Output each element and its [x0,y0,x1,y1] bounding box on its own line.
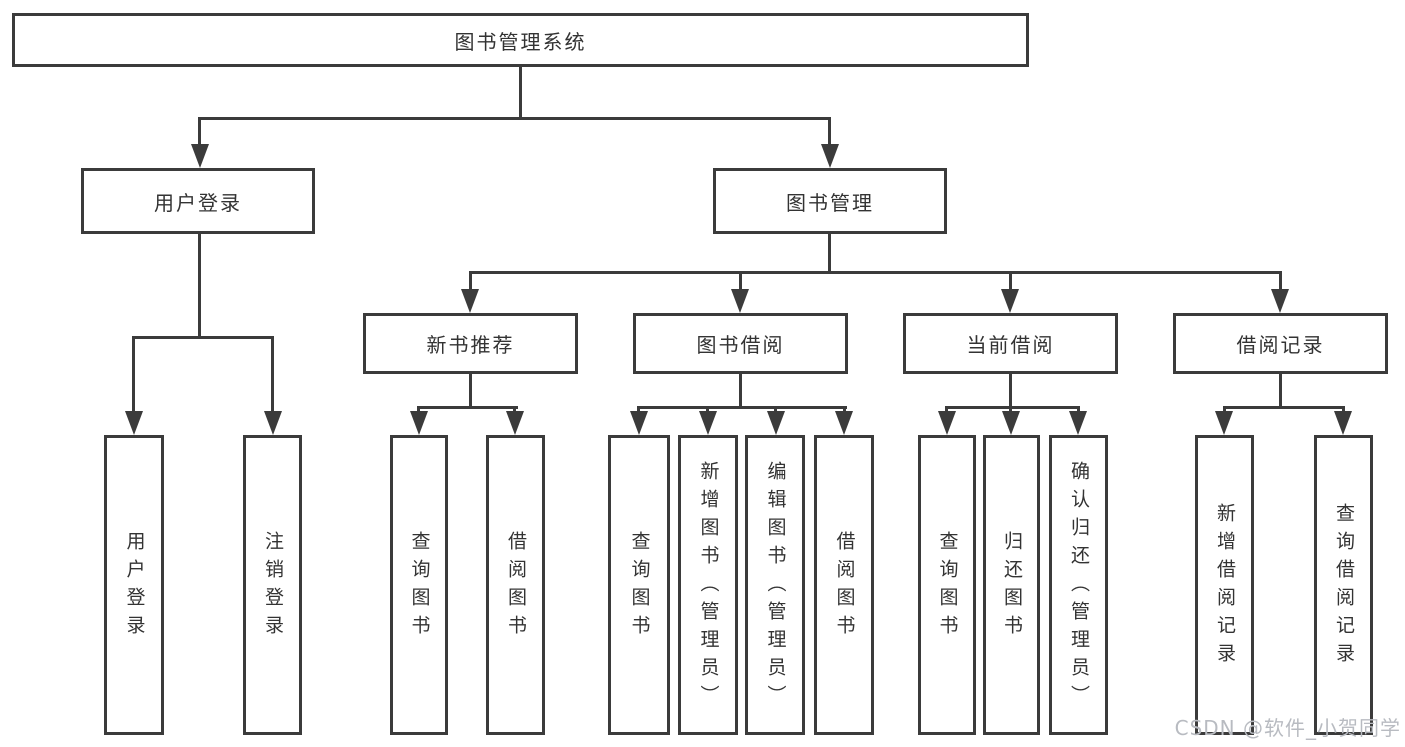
node-leaf-user-login: 用户登录 [104,435,164,735]
node-leaf-confirm-return-admin: 确认归还（管理员） [1049,435,1108,735]
node-current-borrow: 当前借阅 [903,313,1118,374]
connector-borrow-records-bus [1223,406,1345,409]
node-leaf-borrow-books: 借阅图书 [814,435,874,735]
node-leaf-search-books-borrow: 查询图书 [608,435,670,735]
node-borrow-records: 借阅记录 [1173,313,1388,374]
node-leaf-search-borrow-record: 查询借阅记录 [1314,435,1373,735]
connector-drop-user-login [198,117,201,148]
arrow-down-icon [835,411,853,435]
node-book-borrow-label: 图书借阅 [696,333,785,357]
arrow-down-icon [821,144,839,168]
node-book-borrow: 图书借阅 [633,313,848,374]
arrow-down-icon [938,411,956,435]
connector-drop-leaf [706,406,709,414]
connector-drop-leaf [1223,406,1226,414]
connector-level2-bus [198,117,831,120]
arrow-down-icon [1334,411,1352,435]
connector-drop-leaf [513,406,516,414]
arrow-down-icon [264,411,282,435]
arrow-down-icon [1069,411,1087,435]
connector-drop-leaf [1009,406,1012,414]
arrow-down-icon [125,411,143,435]
arrow-down-icon [191,144,209,168]
arrow-down-icon [630,411,648,435]
connector-new-book-recommend-bus [417,406,518,409]
node-user-login-group-label: 用户登录 [154,190,242,215]
node-root-label: 图书管理系统 [454,29,587,54]
arrow-down-icon [506,411,524,435]
connector-drop-borrow-records [1279,271,1282,292]
connector-drop-leaf [945,406,948,414]
connector-drop-leaf [843,406,846,414]
arrow-down-icon [461,289,479,313]
node-leaf-edit-books-admin: 编辑图书（管理员） [745,435,805,735]
arrow-down-icon [1271,289,1289,313]
connector-drop-leaf [774,406,777,414]
connector-drop-leaf [1077,406,1080,414]
arrow-down-icon [767,411,785,435]
connector-drop-current-borrow [1009,271,1012,292]
connector-user-login-bus [132,336,274,339]
node-new-book-recommend-label: 新书推荐 [426,333,515,357]
connector-drop-leaf [1342,406,1345,414]
connector-drop-leaf [417,406,420,414]
node-current-borrow-label: 当前借阅 [966,333,1055,357]
connector-drop-book-borrow [739,271,742,292]
watermark: CSDN @软件_小贺同学 [1174,716,1401,740]
arrow-down-icon [410,411,428,435]
connector-root-stem [519,66,522,119]
node-book-management: 图书管理 [713,168,947,234]
node-root: 图书管理系统 [12,13,1029,67]
node-leaf-return-books: 归还图书 [983,435,1040,735]
node-borrow-records-label: 借阅记录 [1236,333,1325,357]
connector-drop-leaf-user-login [132,336,135,414]
node-leaf-add-borrow-record: 新增借阅记录 [1195,435,1254,735]
node-new-book-recommend: 新书推荐 [363,313,578,374]
node-leaf-add-books-admin: 新增图书（管理员） [678,435,738,735]
arrow-down-icon [699,411,717,435]
connector-borrow-records-stem [1279,374,1282,408]
node-book-management-label: 图书管理 [786,190,874,215]
connector-level3-bus [469,271,1282,274]
connector-current-borrow-stem [1009,374,1012,408]
connector-drop-leaf-logout [271,336,274,414]
connector-drop-leaf [637,406,640,414]
connector-drop-new-book-recommend [469,271,472,292]
node-leaf-search-books-recommend: 查询图书 [390,435,448,735]
node-user-login-group: 用户登录 [81,168,315,234]
connector-current-borrow-bus [945,406,1080,409]
arrow-down-icon [1002,411,1020,435]
node-leaf-search-books-current: 查询图书 [918,435,976,735]
node-leaf-borrow-books-recommend: 借阅图书 [486,435,545,735]
arrow-down-icon [1215,411,1233,435]
connector-new-book-recommend-stem [469,374,472,408]
arrow-down-icon [731,289,749,313]
node-leaf-logout: 注销登录 [243,435,302,735]
connector-book-management-stem [828,234,831,273]
connector-drop-book-management [828,117,831,148]
arrow-down-icon [1001,289,1019,313]
connector-user-login-stem [198,234,201,339]
connector-book-borrow-stem [739,374,742,408]
connector-book-borrow-bus [637,406,847,409]
